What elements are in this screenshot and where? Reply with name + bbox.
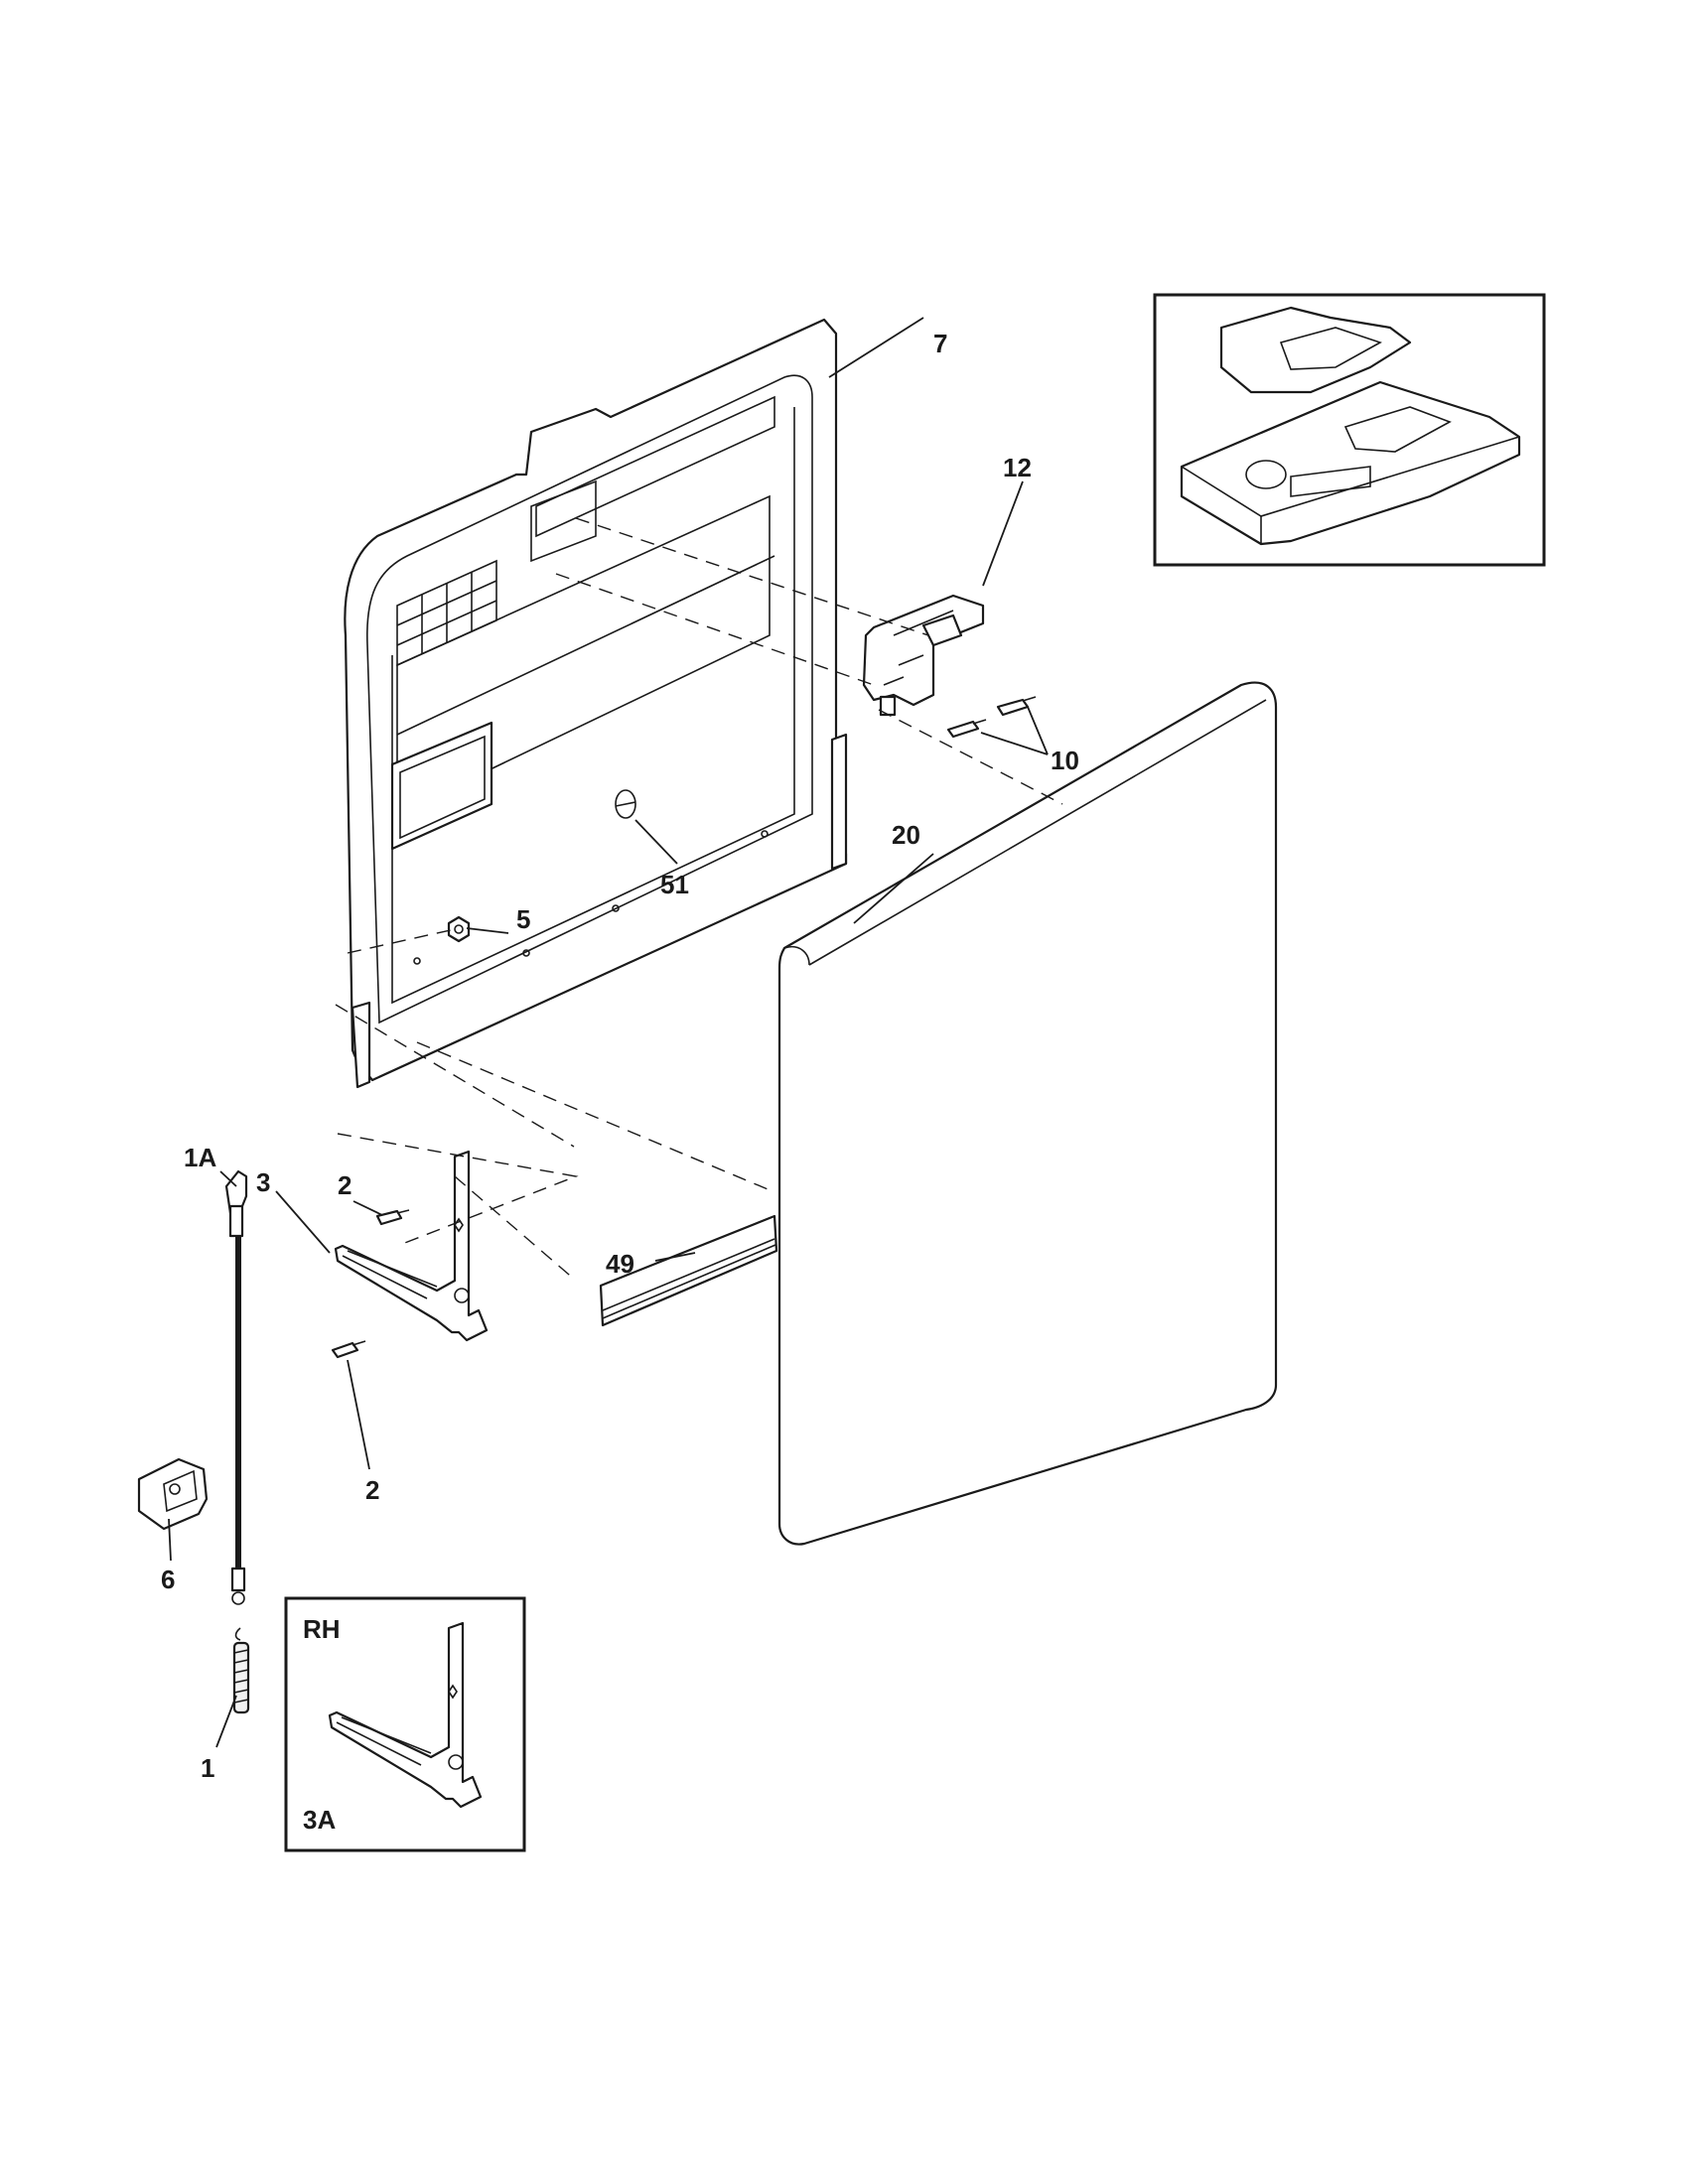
callout-12: 12: [1003, 453, 1032, 482]
callout-1a: 1A: [184, 1143, 216, 1172]
callout-49: 49: [606, 1249, 634, 1279]
trim-strip: [599, 1214, 778, 1327]
door-cable: [224, 1169, 248, 1605]
callout-10: 10: [1051, 746, 1079, 775]
nut-icon: [447, 915, 471, 943]
wire-clip: [615, 789, 636, 819]
callout-3: 3: [256, 1167, 270, 1197]
outer-door-panel: [777, 681, 1278, 1546]
callout-6: 6: [161, 1565, 175, 1594]
callout-1: 1: [201, 1753, 214, 1783]
assembly-lines: [335, 517, 1063, 1282]
callout-2-top: 2: [338, 1170, 352, 1200]
callout-2-bottom: 2: [365, 1475, 379, 1505]
callout-20: 20: [892, 820, 920, 850]
latch-screws: [946, 696, 1037, 739]
callout-7: 7: [933, 329, 947, 358]
inner-door-panel: [344, 318, 848, 1089]
door-spring: [232, 1627, 250, 1714]
inset-rh-label: RH: [303, 1614, 341, 1644]
callout-5: 5: [516, 904, 530, 934]
inset-rh-hinge: RH 3A: [284, 1596, 526, 1852]
hinge-screws: [331, 1209, 410, 1359]
callout-51: 51: [660, 870, 689, 899]
inset-dispenser: [1153, 293, 1546, 567]
leader-lines: [168, 317, 1049, 1748]
vent-grid: [396, 559, 497, 667]
door-latch: [862, 594, 985, 717]
door-hinge: [334, 1150, 489, 1342]
inset-3a-label: 3A: [303, 1805, 336, 1835]
cable-bracket: [137, 1457, 209, 1531]
